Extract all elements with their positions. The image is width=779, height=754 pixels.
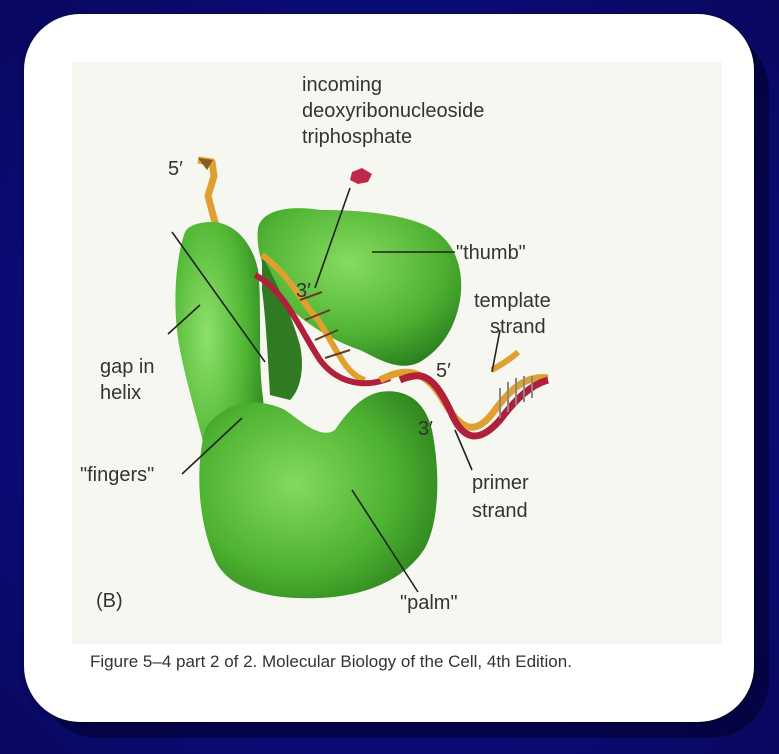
primer-label-line2: strand	[472, 500, 528, 522]
three-prime-upper-label: 3′	[296, 280, 311, 302]
thumb-label: "thumb"	[456, 242, 526, 264]
gap-label-line2: helix	[100, 382, 141, 404]
figure-caption: Figure 5–4 part 2 of 2. Molecular Biolog…	[90, 652, 730, 672]
incoming-nucleotide-shape	[350, 168, 372, 184]
template-label-line1: template	[474, 290, 551, 312]
gap-label-line1: gap in	[100, 356, 155, 378]
incoming-label-line3: triphosphate	[302, 126, 412, 148]
incoming-label-line1: incoming	[302, 74, 382, 96]
template-label-line2: strand	[490, 316, 546, 338]
panel-letter: (B)	[96, 590, 123, 612]
three-prime-lower-label: 3′	[418, 418, 433, 440]
incoming-label-line2: deoxyribonucleoside	[302, 100, 484, 122]
palm-label: "palm"	[400, 592, 458, 614]
five-prime-top-label: 5′	[168, 158, 183, 180]
fingers-label: "fingers"	[80, 464, 154, 486]
primer-label-line1: primer	[472, 472, 529, 494]
template-strand-top	[198, 158, 216, 226]
five-prime-right-label: 5′	[436, 360, 451, 382]
